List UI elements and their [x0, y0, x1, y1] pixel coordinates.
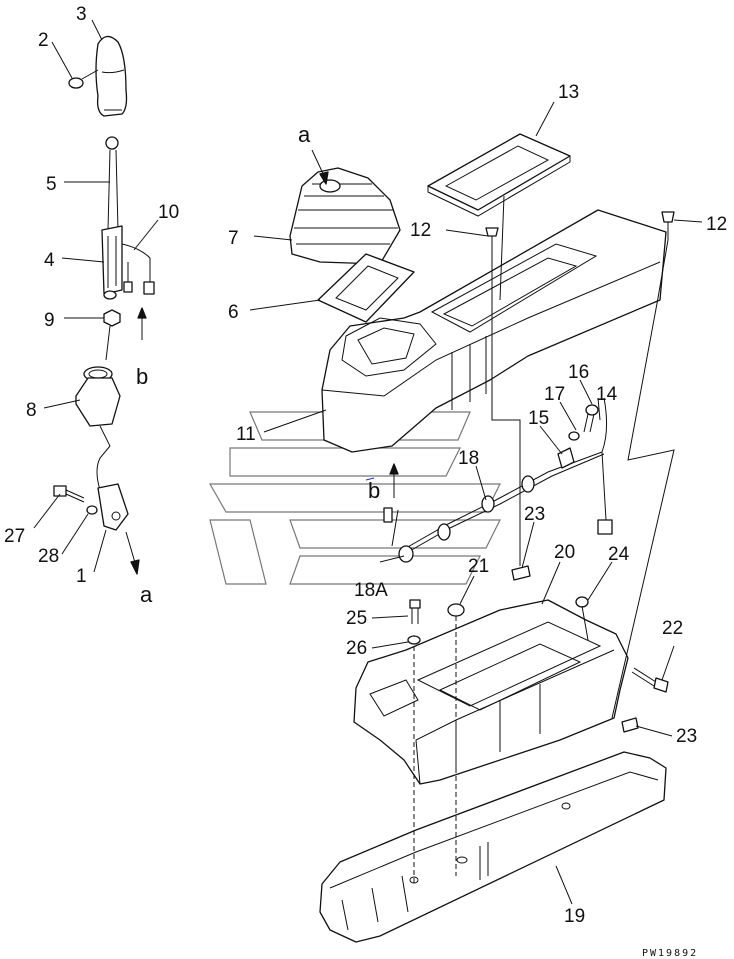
label-8: 8 — [26, 400, 37, 421]
ref-arrow-a-top — [311, 149, 329, 185]
label-17: 17 — [544, 384, 565, 405]
label-20: 20 — [554, 542, 575, 563]
ref-a-left: a — [140, 582, 153, 607]
bolt-part-12-right — [661, 211, 675, 240]
plug-part-21 — [447, 603, 465, 617]
washer-part-26 — [407, 635, 421, 645]
clamp-part-18A — [383, 507, 414, 563]
label-22: 22 — [662, 618, 683, 639]
assembly-lines — [413, 195, 675, 886]
ref-arrow-a-left — [125, 531, 140, 575]
ref-b-center: b — [368, 478, 380, 503]
label-1: 1 — [76, 566, 87, 587]
label-12-right: 12 — [706, 214, 727, 235]
bolt-part-22 — [631, 667, 669, 693]
label-18A: 18A — [354, 580, 388, 601]
lever-rod-part-5 — [105, 136, 119, 231]
label-23-upper: 23 — [524, 504, 545, 525]
label-16: 16 — [568, 362, 589, 383]
part-labels: 2 3 5 10 4 9 8 27 28 1 7 6 11 13 12 12 1… — [4, 4, 727, 959]
console-cover-part-11 — [321, 209, 667, 453]
label-6: 6 — [228, 302, 239, 323]
ref-arrow-b-center — [365, 463, 399, 498]
grommet-part-24 — [575, 596, 589, 608]
label-10: 10 — [158, 202, 179, 223]
label-13: 13 — [558, 82, 579, 103]
lever-bracket-part-4 — [101, 225, 123, 300]
ref-arrow-b-left — [137, 307, 147, 340]
label-2: 2 — [38, 30, 49, 51]
label-25: 25 — [346, 608, 367, 629]
label-24: 24 — [608, 544, 630, 565]
washer-part-17 — [568, 431, 580, 441]
label-11: 11 — [236, 424, 256, 445]
label-27: 27 — [4, 526, 25, 547]
grommet-part-15 — [557, 447, 575, 469]
ref-b-left: b — [136, 364, 148, 389]
plate-part-6 — [317, 253, 415, 323]
label-26: 26 — [346, 638, 367, 659]
ref-a-top: a — [298, 122, 311, 147]
label-7: 7 — [228, 228, 239, 249]
clip-part-23-upper — [511, 565, 531, 581]
bottom-cover-part-19 — [319, 751, 667, 943]
washer-part-28 — [86, 505, 98, 515]
tray-part-13 — [427, 133, 571, 217]
clip-part-23-lower — [621, 717, 639, 733]
label-15: 15 — [528, 408, 549, 429]
label-3: 3 — [76, 4, 87, 25]
label-4: 4 — [44, 250, 55, 271]
label-21: 21 — [468, 556, 489, 577]
linkage-part-1 — [96, 425, 129, 531]
screw-part-16 — [583, 404, 599, 433]
label-23-lower: 23 — [676, 726, 697, 747]
label-9: 9 — [44, 310, 55, 331]
bolt-part-12-center — [485, 227, 499, 258]
screw-part-2 — [68, 69, 99, 89]
nut-part-9 — [103, 309, 121, 361]
leader-lines — [33, 19, 703, 905]
switch-part-10 — [121, 243, 155, 295]
frame-part-20 — [353, 599, 629, 785]
label-5: 5 — [46, 174, 57, 195]
drawing-code: PW19892 — [642, 948, 698, 959]
wiring-harness-part-14 — [405, 397, 613, 553]
boot-part-8 — [75, 366, 121, 427]
label-28: 28 — [38, 546, 59, 567]
bolt-part-27 — [53, 485, 85, 503]
clamp-part-18 — [437, 475, 535, 541]
label-18: 18 — [458, 448, 479, 469]
bolt-part-25 — [409, 599, 421, 624]
label-14: 14 — [596, 384, 618, 405]
label-19: 19 — [564, 906, 585, 927]
boot-part-7 — [289, 167, 401, 265]
label-12-center: 12 — [410, 220, 431, 241]
knob-part-3 — [95, 35, 128, 117]
